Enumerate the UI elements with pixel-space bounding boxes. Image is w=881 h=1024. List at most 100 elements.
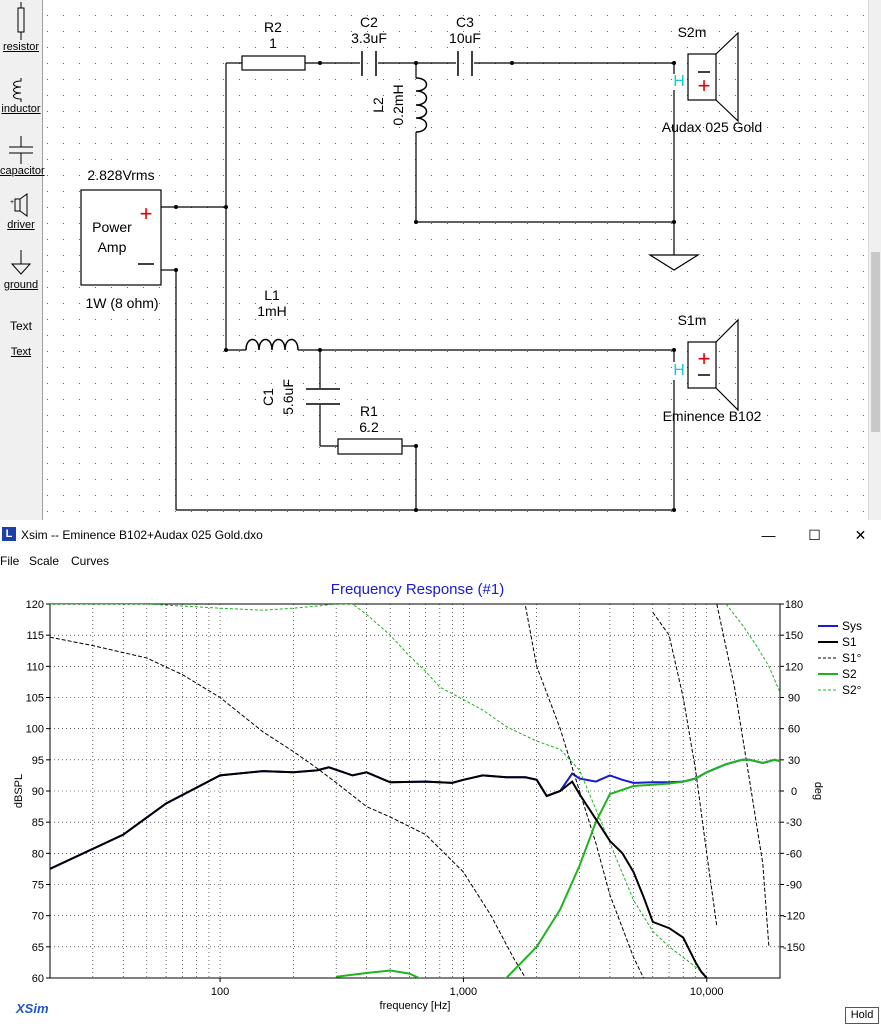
c3-name: C3 xyxy=(456,14,474,30)
x-tick-label: 100 xyxy=(211,986,229,998)
capacitor-c2[interactable]: C2 3.3uF xyxy=(351,14,387,76)
palette-label-driver: driver xyxy=(7,219,35,231)
palette-capacitor[interactable]: capacitor xyxy=(0,136,45,177)
x-axis-title: frequency [Hz] xyxy=(380,1000,451,1012)
vertical-scrollbar[interactable] xyxy=(868,0,881,520)
menu-file[interactable]: File xyxy=(0,554,20,568)
r1-value: 6.2 xyxy=(359,419,379,435)
palette-label-inductor: inductor xyxy=(1,103,41,115)
s2-model: Audax 025 Gold xyxy=(662,119,762,135)
series-group xyxy=(50,604,780,978)
y2-tick-label: 180 xyxy=(785,599,803,611)
palette-ground[interactable]: ground xyxy=(0,250,42,291)
y2-tick-label: -30 xyxy=(786,817,802,829)
palette-text-link[interactable]: Text xyxy=(0,345,42,358)
resistor-icon xyxy=(17,2,25,40)
y2-tick-label: 150 xyxy=(785,630,803,642)
frequency-response-chart[interactable]: 6065707580859095100105110115120-150-120-… xyxy=(0,520,881,1024)
amp-power-rating: 1W (8 ohm) xyxy=(85,295,158,311)
amp-voltage: 2.828Vrms xyxy=(87,167,154,183)
driver-s2[interactable]: + H S2m Audax 025 Gold xyxy=(662,24,762,135)
legend-label-1: S1 xyxy=(842,635,857,649)
l2-value: 0.2mH xyxy=(390,84,406,125)
palette-text-tool[interactable]: Text xyxy=(0,317,42,335)
r1-name: R1 xyxy=(360,403,378,419)
palette-label-ground: ground xyxy=(3,279,39,291)
series-line-s2-phase xyxy=(50,604,780,977)
menu-bar: File Scale Curves xyxy=(0,551,881,571)
s2-plus-terminal: + xyxy=(698,73,711,98)
close-button[interactable]: ✕ xyxy=(854,527,867,543)
y-tick-label: 110 xyxy=(26,661,44,673)
schematic-canvas[interactable]: R2 1 C2 3.3uF C3 10uF L2 0.2mH + xyxy=(43,0,869,520)
inductor-l1[interactable]: L1 1mH xyxy=(245,287,299,351)
svg-text:+: + xyxy=(10,199,14,206)
x-tick-label: 1,000 xyxy=(450,986,478,998)
series-line-s1 xyxy=(50,766,708,978)
c3-value: 10uF xyxy=(449,30,481,46)
c2-name: C2 xyxy=(360,14,378,30)
amp-label-line1: Power xyxy=(92,219,132,235)
capacitor-icon xyxy=(9,136,33,164)
menu-scale[interactable]: Scale xyxy=(29,554,60,568)
y-tick-label: 115 xyxy=(26,630,44,642)
scrollbar-thumb[interactable] xyxy=(871,252,880,432)
y2-tick-label: -150 xyxy=(783,942,805,954)
y2-tick-label: -60 xyxy=(786,848,802,860)
ground-symbol[interactable] xyxy=(647,254,701,271)
amp-label-line2: Amp xyxy=(98,239,127,255)
resistor-r1[interactable]: R1 6.2 xyxy=(337,403,403,455)
series-line-s2 xyxy=(336,758,780,978)
y2-axis-title: deg xyxy=(812,782,824,800)
x-tick-label: 10,000 xyxy=(690,986,724,998)
l1-name: L1 xyxy=(264,287,280,303)
chart-title: Frequency Response (#1) xyxy=(330,581,505,598)
r2-value: 1 xyxy=(269,35,277,51)
maximize-button[interactable]: ☐ xyxy=(808,527,821,543)
palette-resistor[interactable]: resistor xyxy=(0,2,42,53)
y-tick-label: 80 xyxy=(32,848,44,860)
hold-button[interactable]: Hold xyxy=(845,1007,879,1024)
y-tick-label: 120 xyxy=(26,599,44,611)
palette-label-text: Text xyxy=(10,346,32,358)
inductor-icon xyxy=(13,78,22,102)
y2-tick-label: -120 xyxy=(783,911,805,923)
component-palette: resistor inductor capacitor + driver gro… xyxy=(0,0,45,520)
y-tick-label: 95 xyxy=(32,755,44,767)
series-line-s1-phase xyxy=(50,604,770,978)
s1-model: Eminence B102 xyxy=(663,408,762,424)
y-tick-label: 90 xyxy=(32,786,44,798)
y-tick-label: 75 xyxy=(32,880,44,892)
y2-tick-label: 30 xyxy=(788,755,800,767)
palette-label-capacitor: capacitor xyxy=(0,165,45,177)
y2-tick-label: 120 xyxy=(785,661,803,673)
legend-label-3: S2 xyxy=(842,667,857,681)
resistor-r2[interactable]: R2 1 xyxy=(241,19,306,71)
c1-name: C1 xyxy=(260,388,276,406)
y-tick-label: 70 xyxy=(32,911,44,923)
y2-tick-label: 60 xyxy=(788,724,800,736)
inductor-l2[interactable]: L2 0.2mH xyxy=(370,77,428,133)
capacitor-c1[interactable]: C1 5.6uF xyxy=(260,379,340,415)
palette-driver[interactable]: + driver xyxy=(0,192,42,231)
y-tick-label: 105 xyxy=(26,693,44,705)
text-icon: Text xyxy=(9,319,32,333)
s1-h-marker: H xyxy=(673,362,685,379)
s1-name: S1m xyxy=(678,312,707,328)
l1-value: 1mH xyxy=(257,303,287,319)
xsim-logo: XSim xyxy=(16,1001,49,1016)
menu-curves[interactable]: Curves xyxy=(71,554,110,568)
palette-inductor[interactable]: inductor xyxy=(0,78,42,115)
amp-plus-terminal: + xyxy=(140,201,153,226)
l2-name: L2 xyxy=(370,97,386,113)
driver-s1[interactable]: + H S1m Eminence B102 xyxy=(663,312,762,424)
capacitor-c3[interactable]: C3 10uF xyxy=(449,14,481,76)
power-amp[interactable]: + Power Amp 2.828Vrms 1W (8 ohm) xyxy=(80,167,162,311)
minimize-button[interactable]: — xyxy=(761,527,776,543)
y-tick-label: 100 xyxy=(26,724,44,736)
schematic-window: resistor inductor capacitor + driver gro… xyxy=(0,0,881,520)
c2-value: 3.3uF xyxy=(351,30,387,46)
title-bar[interactable]: L Xsim -- Eminence B102+Audax 025 Gold.d… xyxy=(0,520,881,550)
r2-name: R2 xyxy=(264,19,282,35)
y2-tick-label: -90 xyxy=(786,880,802,892)
